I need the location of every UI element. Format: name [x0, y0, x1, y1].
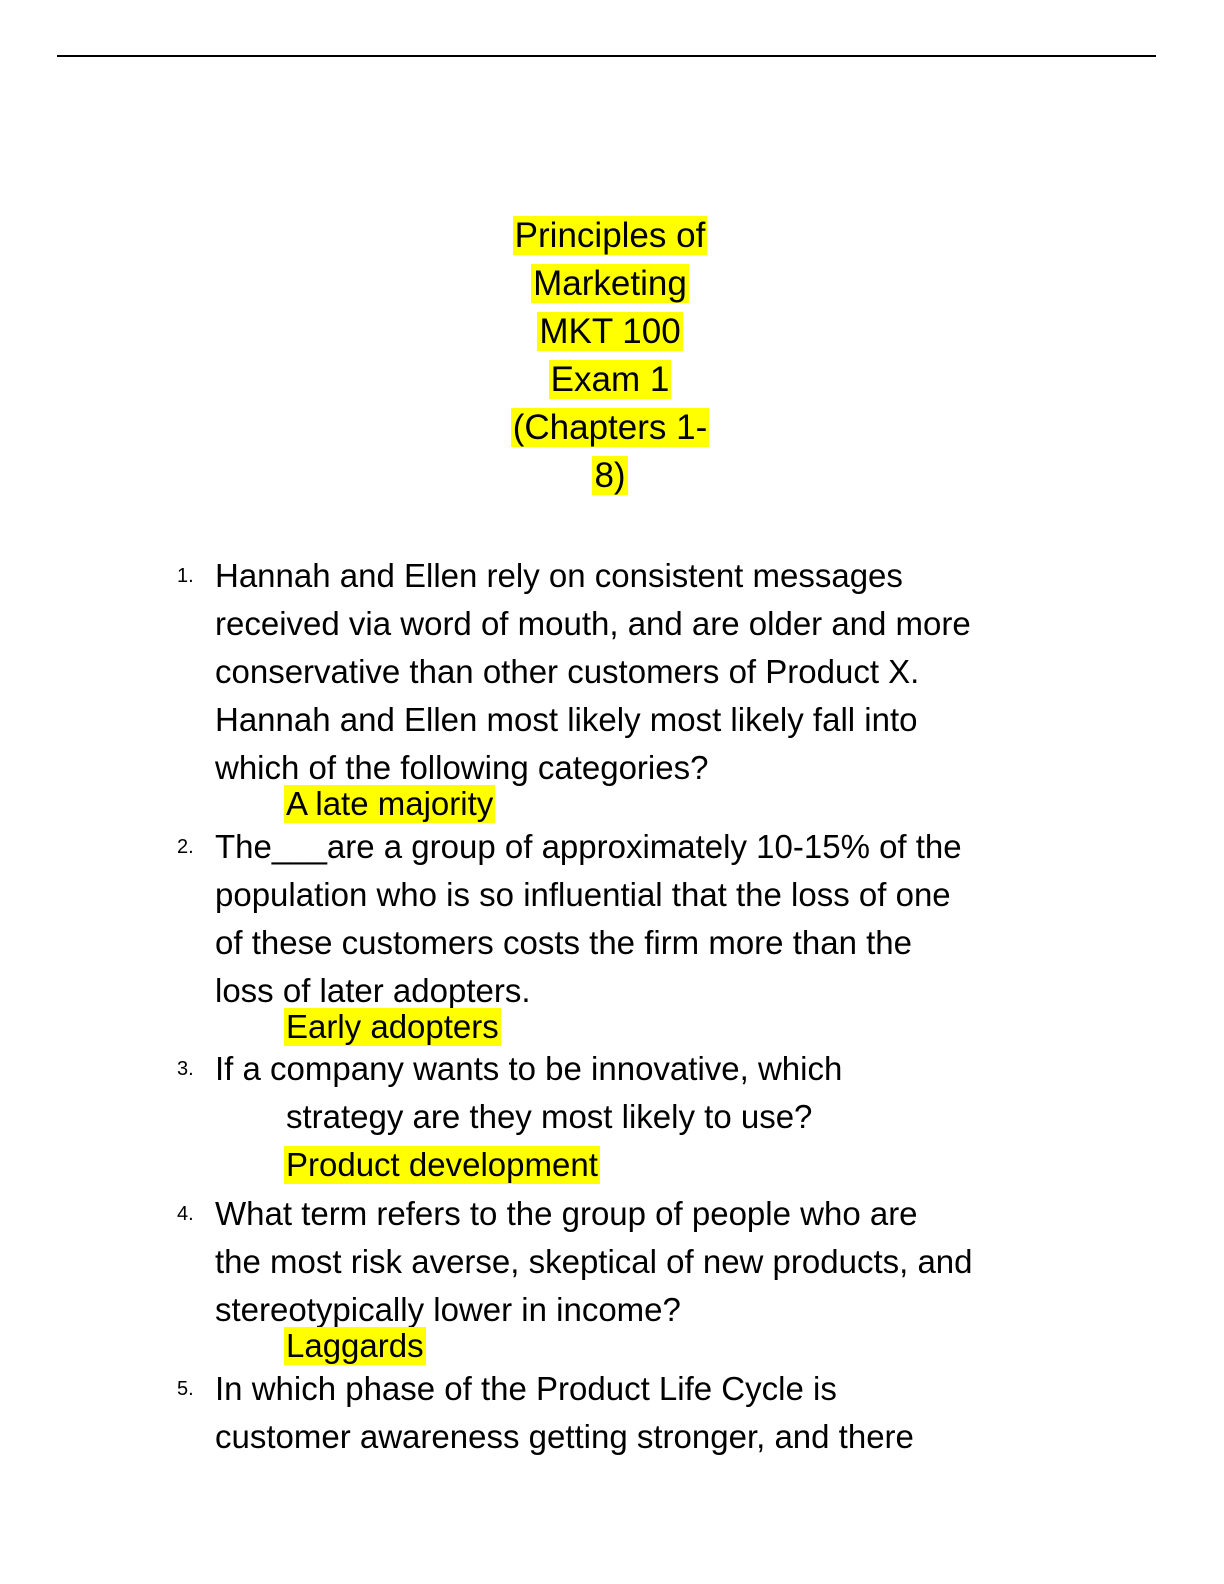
question-number: 5.: [177, 1378, 194, 1400]
question-number: 1.: [177, 565, 194, 587]
question-text-line: If a company wants to be innovative, whi…: [215, 1050, 843, 1087]
document-title: Principles of Marketing MKT 100 Exam 1 (…: [470, 212, 750, 500]
title-line: 8): [592, 456, 628, 495]
answer-highlight: Laggards: [284, 1327, 426, 1365]
top-horizontal-rule: [57, 55, 1156, 57]
question-text-line: What term refers to the group of people …: [215, 1195, 918, 1232]
question-text-line: received via word of mouth, and are olde…: [215, 605, 971, 642]
answer-highlight: A late majority: [284, 785, 496, 823]
question-text-line: population who is so influential that th…: [215, 876, 951, 913]
answer-highlight: Product development: [284, 1146, 600, 1184]
question-text-line: the most risk averse, skeptical of new p…: [215, 1243, 973, 1280]
question-text-line: of these customers costs the firm more t…: [215, 924, 912, 961]
question-number: 4.: [177, 1203, 194, 1225]
question-text-line: Hannah and Ellen rely on consistent mess…: [215, 557, 903, 594]
answer-highlight: Early adopters: [284, 1008, 501, 1046]
title-line: Principles of: [512, 216, 708, 255]
question-text-line: customer awareness getting stronger, and…: [215, 1418, 914, 1455]
question-text-line: loss of later adopters.: [215, 972, 531, 1009]
title-line: MKT 100: [537, 312, 683, 351]
title-line: Marketing: [531, 264, 689, 303]
question-text-line: Hannah and Ellen most likely most likely…: [215, 701, 918, 738]
question-text-line: strategy are they most likely to use?: [286, 1098, 813, 1135]
question-text-line: which of the following categories?: [215, 749, 709, 786]
question-text-line: conservative than other customers of Pro…: [215, 653, 920, 690]
question-text-line: The___are a group of approximately 10-15…: [215, 828, 962, 865]
question-text-line: stereotypically lower in income?: [215, 1291, 681, 1328]
title-line: Exam 1: [548, 360, 672, 399]
question-number: 3.: [177, 1058, 194, 1080]
title-line: (Chapters 1-: [510, 408, 710, 447]
question-text-line: In which phase of the Product Life Cycle…: [215, 1370, 837, 1407]
question-number: 2.: [177, 836, 194, 858]
